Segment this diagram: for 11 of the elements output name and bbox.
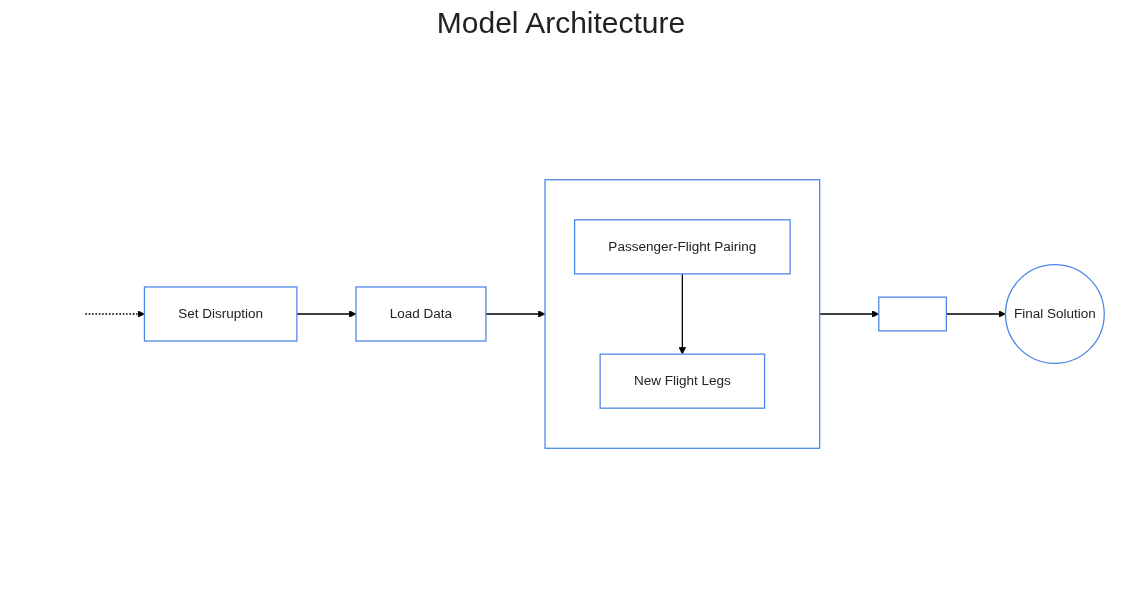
diagram-title: Model Architecture [435, 6, 687, 40]
arrow [84, 310, 145, 318]
node-box: Load Data [355, 286, 487, 342]
arrow [678, 273, 687, 355]
node-box: Passenger-Flight Pairing [573, 219, 791, 275]
arrow [485, 310, 546, 318]
node-box: New Flight Legs [599, 353, 766, 409]
cluster [544, 179, 821, 449]
node-circle: Final Solution [1004, 263, 1105, 365]
node-box: Set Disruption [143, 286, 298, 342]
node-box [878, 296, 947, 332]
